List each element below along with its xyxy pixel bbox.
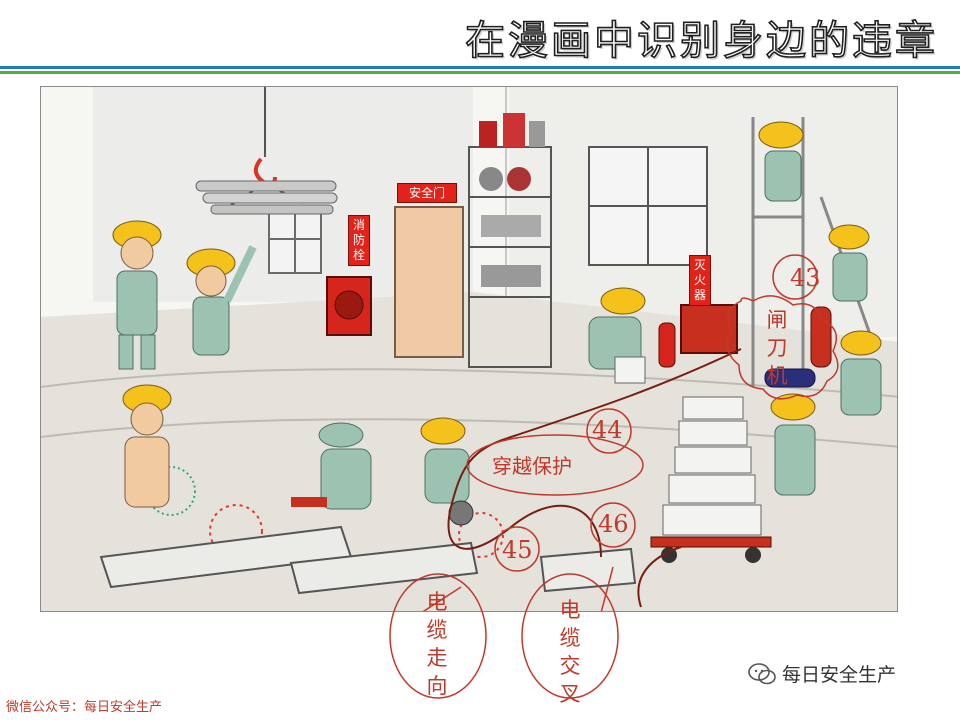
extinguisher-sign: 灭火器 — [689, 255, 711, 306]
annotation-pointer-45 — [422, 586, 462, 611]
welding-cable — [447, 348, 742, 558]
worker-pushing-cart — [770, 393, 816, 496]
cartoon-scene — [41, 87, 897, 611]
hand-cart-with-boxes — [650, 396, 772, 563]
safety-door — [394, 206, 464, 358]
footer-wechat-account: 微信公众号：每日安全生产 — [6, 700, 163, 715]
annotation-number-45: 45 — [502, 536, 533, 564]
steel-channels — [99, 525, 637, 595]
annotation-circle-45 — [494, 526, 540, 572]
worker-climbing — [828, 224, 870, 302]
title-rule-green — [0, 71, 960, 74]
annotation-label-45: 电缆走向 — [426, 590, 448, 698]
gas-cylinder-lying — [764, 368, 816, 388]
annotation-label-46: 电缆交叉 — [559, 598, 581, 706]
safety-door-sign: 安全门 — [397, 183, 457, 203]
walkway-line — [41, 368, 897, 398]
annotation-circle-46 — [590, 502, 636, 548]
worker-grinding — [420, 417, 474, 526]
worker-pointing-up — [186, 245, 257, 356]
annotation-number-44: 44 — [592, 416, 623, 444]
hose-reel — [334, 290, 364, 320]
annotation-bubble-45 — [389, 573, 487, 699]
woman-welder — [122, 384, 172, 508]
annotation-number-43: 43 — [790, 264, 821, 292]
annotation-pointer-46 — [600, 566, 614, 611]
worker-walking-left — [112, 220, 162, 370]
window-left — [268, 206, 322, 274]
fire-extinguisher — [658, 322, 676, 368]
welding-sparks — [146, 466, 504, 558]
worker-on-ladder — [758, 121, 804, 202]
annotation-ellipse-44 — [466, 434, 644, 496]
hydrant-sign: 消防栓 — [348, 215, 370, 266]
annotation-circle-44 — [586, 408, 632, 454]
annotation-number-46: 46 — [598, 510, 629, 538]
window-right — [588, 146, 708, 266]
welding-cable — [637, 546, 682, 608]
worker-running — [840, 330, 882, 416]
annotation-label-43: 闸刀机 — [766, 308, 788, 388]
footer-watermark-text: 每日安全生产 — [782, 664, 897, 686]
tool-shelf — [468, 113, 552, 368]
annotation-cloud-43 — [726, 295, 839, 400]
worker-lifting-box — [588, 287, 646, 384]
annotation-bubbles — [389, 573, 619, 699]
worker-welding-cap — [291, 422, 372, 510]
crane-hook-with-pipes — [195, 87, 338, 215]
title-rule-blue — [0, 66, 960, 69]
annotation-circle-43 — [772, 254, 818, 300]
annotation-label-44: 穿越保护 — [492, 454, 572, 478]
cartoon-illustration: 安全门 消防栓 灭火器 — [40, 86, 898, 612]
footer-watermark: 每日安全生产 — [748, 660, 896, 687]
wechat-icon — [748, 662, 776, 684]
annotation-bubble-46 — [521, 573, 619, 699]
slide-title: 在漫画中识别身边的违章 — [464, 17, 938, 65]
